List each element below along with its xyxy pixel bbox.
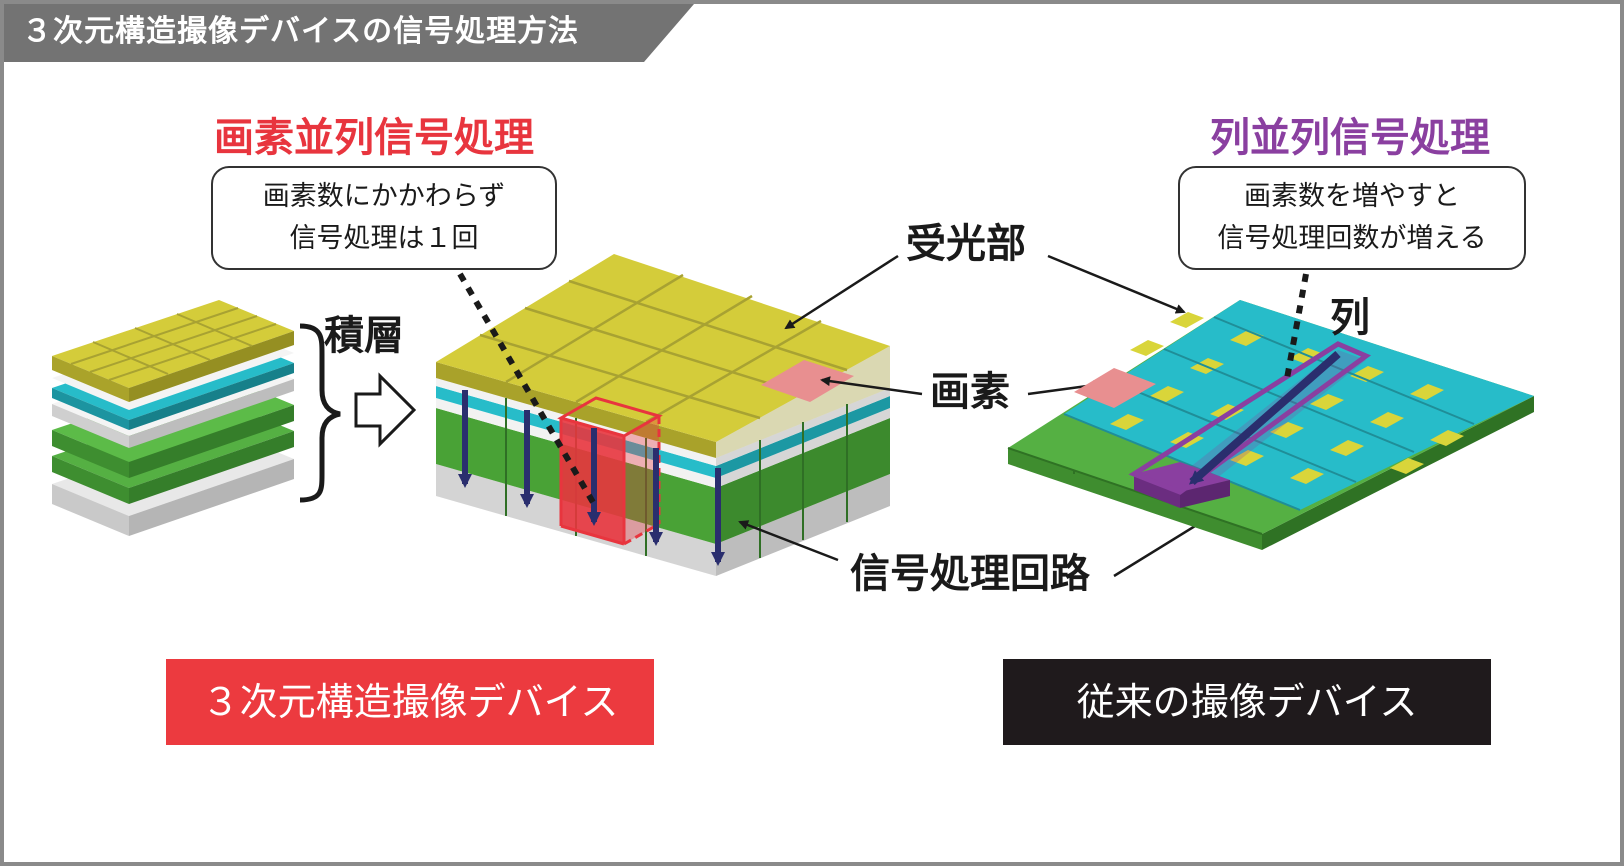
right-callout-line2: 信号処理回数が増える <box>1217 223 1487 254</box>
layer-stack-illustration <box>52 300 294 536</box>
header-bar <box>4 4 694 62</box>
diagram-canvas <box>4 4 1534 578</box>
light-receiving-label: 受光部 <box>906 221 1026 267</box>
left-callout-line2: 信号処理は１回 <box>289 223 479 254</box>
pixel-label: 画素 <box>930 369 1010 415</box>
conventional-device-label-box: 従来の撮像デバイス <box>1003 659 1491 745</box>
pixel-highlight <box>761 360 854 402</box>
right-callout: 画素数を増やすと 信号処理回数が増える <box>1178 166 1526 270</box>
conventional-pixel-highlight <box>1074 368 1156 408</box>
arrow-light-receiving-left <box>784 254 899 330</box>
stack-brace <box>299 323 341 503</box>
arrow-circuit-left <box>738 520 839 562</box>
hollow-arrow-icon <box>354 372 417 448</box>
page-title: ３次元構造撮像デバイスの信号処理方法 <box>22 14 580 49</box>
stacked-device-label-box: ３次元構造撮像デバイス <box>166 659 654 745</box>
column-outline <box>1128 341 1372 495</box>
right-callout-line1: 画素数を増やすと <box>1244 181 1460 212</box>
column-parallel-title: 列並列信号処理 <box>1210 115 1490 161</box>
conventional-sensor-illustration <box>1007 300 1534 550</box>
left-callout: 画素数にかかわらず 信号処理は１回 <box>211 166 557 270</box>
pixel-parallel-title: 画素並列信号処理 <box>214 115 534 161</box>
signal-circuit-label: 信号処理回路 <box>850 551 1090 597</box>
right-callout-pointer <box>1283 273 1309 385</box>
left-callout-pointer <box>457 272 597 506</box>
left-callout-line1: 画素数にかかわらず <box>262 181 506 212</box>
stacked-sensor-illustration <box>436 254 890 576</box>
column-label: 列 <box>1330 295 1370 341</box>
arrow-light-receiving-right <box>1047 254 1186 314</box>
arrow-pixel-left <box>820 376 923 396</box>
stack-label: 積層 <box>324 313 404 359</box>
